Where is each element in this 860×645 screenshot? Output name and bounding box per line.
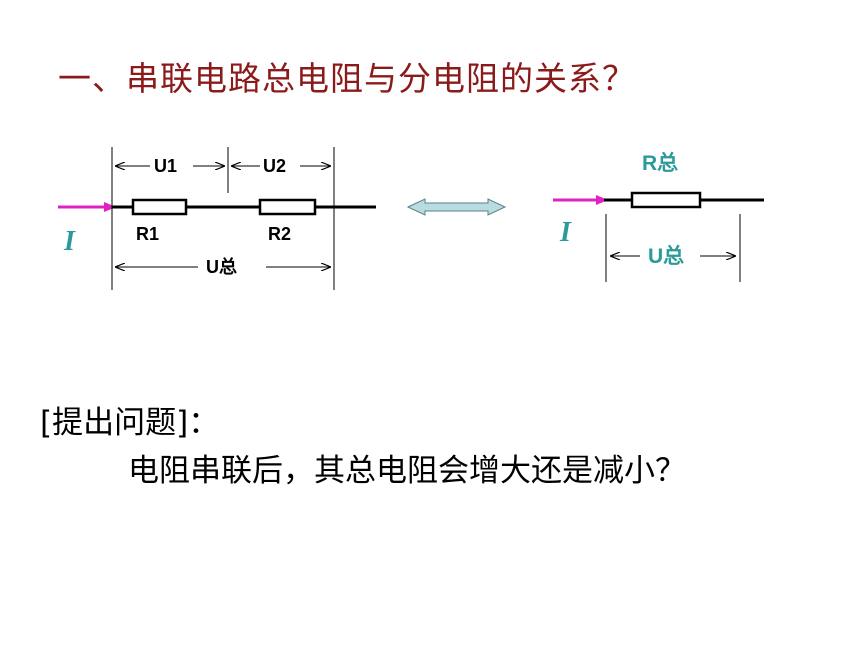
current-label: I: [559, 217, 572, 248]
current-arrow-head: [104, 202, 116, 212]
r-total-label: R总: [642, 151, 678, 175]
equivalence-arrow: [406, 198, 507, 216]
current-label: I: [63, 226, 76, 257]
u-total-label: U总: [648, 244, 684, 268]
r2-label: R2: [268, 224, 291, 244]
u-total-label: U总: [206, 256, 237, 277]
current-arrow-head: [596, 195, 608, 205]
circuit-diagram: U1 U2 R1 R2 U总 I R总 U总 I: [58, 147, 764, 290]
page-title: 一、串联电路总电阻与分电阻的关系？: [58, 59, 636, 98]
resistor-r1: [131, 198, 188, 216]
r1-label: R1: [136, 224, 159, 244]
series-circuit: U1 U2 R1 R2 U总 I: [58, 147, 376, 290]
resistor-r-total: [630, 191, 702, 209]
u1-label: U1: [154, 156, 177, 176]
question-text: 电阻串联后，其总电阻会增大还是减小？: [128, 453, 686, 489]
question-label: [提出问题]：: [40, 405, 220, 441]
equivalent-circuit: R总 U总 I: [553, 151, 764, 282]
u2-label: U2: [263, 156, 286, 176]
resistor-r2: [258, 198, 317, 216]
